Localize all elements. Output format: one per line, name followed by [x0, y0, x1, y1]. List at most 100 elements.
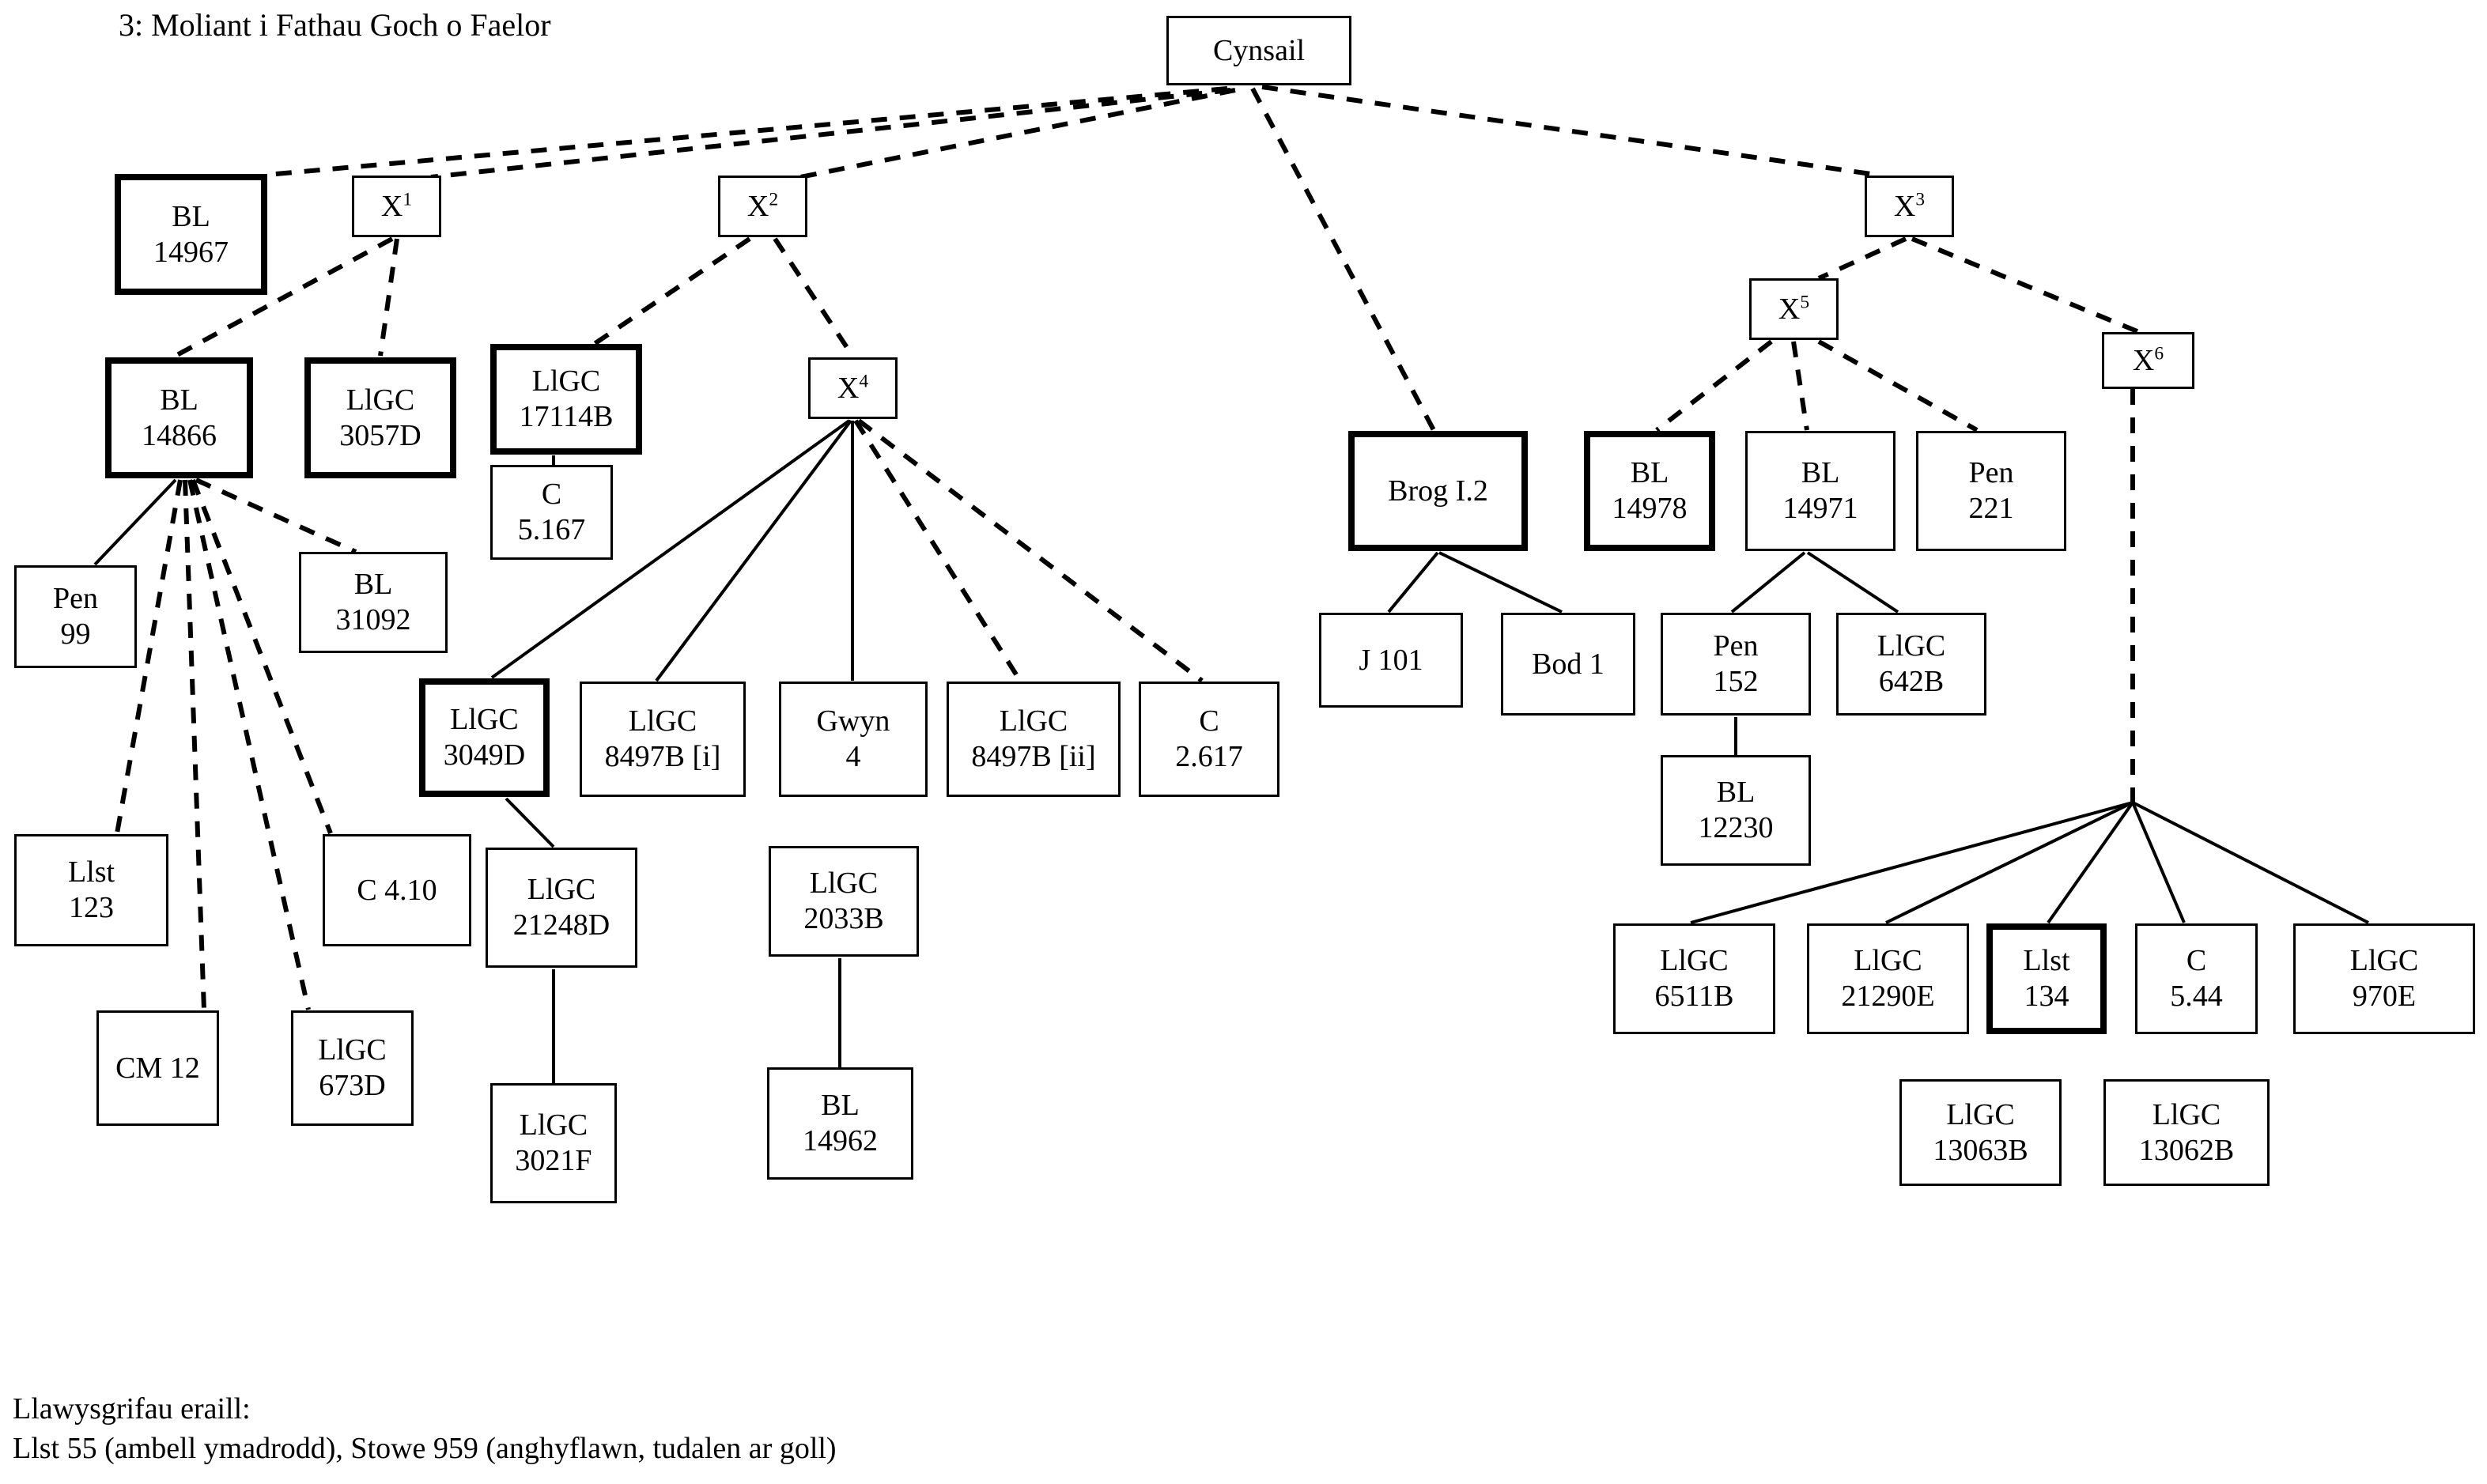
edge-cynsail-to-x3	[1261, 85, 1883, 178]
edge-cynsail-to-brog12	[1250, 87, 1436, 432]
page-title: 3: Moliant i Fathau Goch o Faelor	[119, 7, 551, 43]
node-label-line1: Brog I.2	[1388, 474, 1488, 508]
node-cynsail[interactable]: Cynsail	[1166, 16, 1351, 85]
node-label-line2: 123	[69, 891, 114, 924]
node-x2[interactable]: X2	[718, 176, 807, 237]
node-brog12[interactable]: Brog I.2	[1348, 431, 1528, 551]
node-label-line2: 3021F	[515, 1144, 592, 1177]
node-label-line1: LlGC	[809, 867, 879, 901]
node-label-line1: Pen	[1713, 629, 1759, 663]
node-label-line1: BL	[1716, 776, 1756, 810]
edge-bl14971-to-llgc642b	[1806, 551, 1899, 614]
node-label-line2: 12230	[1698, 811, 1774, 844]
node-label-line1: Llst	[2023, 944, 2070, 978]
edge-x5-to-bl14978	[1655, 339, 1773, 432]
node-cm12[interactable]: CM 12	[96, 1010, 219, 1126]
node-label-line1: Bod 1	[1532, 647, 1604, 681]
edge-bl14866-to-pen99	[93, 478, 177, 566]
node-label-line1: LlGC	[450, 703, 519, 737]
node-label-line2: 8497B [ii]	[971, 740, 1096, 773]
node-label-line1: C	[1199, 704, 1219, 738]
edge-bl14866-to-llst123	[115, 479, 183, 834]
node-label-line2: 21290E	[1841, 980, 1935, 1013]
node-label-line2: 17114B	[519, 400, 614, 433]
node-superscript: 2	[769, 188, 779, 210]
edge-brog12-to-j101	[1387, 551, 1439, 614]
node-label-line1: LlGC	[1946, 1097, 2015, 1131]
edge-llgc3049d-to-llgc21248d	[505, 797, 555, 848]
node-superscript: 4	[859, 370, 869, 391]
edge-x5-to-bl14971	[1791, 341, 1809, 431]
node-label-line2: 14962	[803, 1124, 878, 1157]
node-bod1[interactable]: Bod 1	[1501, 613, 1635, 716]
edge-x4-to-llgc8497bi	[655, 419, 852, 682]
edge-junction-to-c544	[2131, 802, 2186, 923]
node-j101[interactable]: J 101	[1319, 613, 1463, 708]
node-label-line1: LlGC	[1854, 944, 1922, 978]
edge-x1-to-llgc3057d	[378, 238, 399, 357]
node-label-line2: 134	[2024, 980, 2069, 1013]
node-label-line1: J 101	[1359, 643, 1423, 677]
node-label-line1: LlGC	[318, 1033, 387, 1067]
node-x6[interactable]: X6	[2102, 332, 2194, 389]
node-label-line1: X5	[1778, 291, 1810, 326]
node-label-line1: X2	[746, 188, 779, 223]
edge-bl14866-to-llgc673d	[187, 479, 311, 1010]
node-label-line2: 6511B	[1654, 980, 1734, 1013]
node-label-line1: LlGC	[999, 704, 1068, 738]
node-label-line2: 4	[845, 740, 861, 773]
node-x1[interactable]: X1	[352, 176, 441, 237]
node-label-line2: 152	[1713, 665, 1759, 698]
node-label-line1: CM 12	[115, 1051, 200, 1085]
node-label-line1: LlGC	[519, 1108, 588, 1142]
node-superscript: 6	[2154, 342, 2164, 364]
node-label-line2: 3049D	[443, 738, 526, 772]
node-label-line2: 642B	[1878, 665, 1945, 698]
node-label-line1: BL	[160, 383, 198, 417]
node-label-line2: 31092	[335, 603, 411, 636]
node-label-line1: LlGC	[1877, 629, 1946, 663]
node-x3[interactable]: X3	[1865, 176, 1954, 237]
node-label-line1: BL	[172, 199, 210, 233]
node-label-line2: 13062B	[2138, 1133, 2235, 1167]
node-label-line2: 5.167	[517, 513, 586, 546]
node-label-line2: 673D	[319, 1069, 386, 1102]
edge-bl14971-to-pen152	[1730, 551, 1806, 614]
node-label-line2: 221	[1968, 492, 2014, 525]
node-x4[interactable]: X4	[808, 357, 898, 419]
node-x5[interactable]: X5	[1749, 278, 1839, 340]
node-label-line1: Pen	[53, 582, 98, 616]
node-c410[interactable]: C 4.10	[323, 834, 471, 946]
